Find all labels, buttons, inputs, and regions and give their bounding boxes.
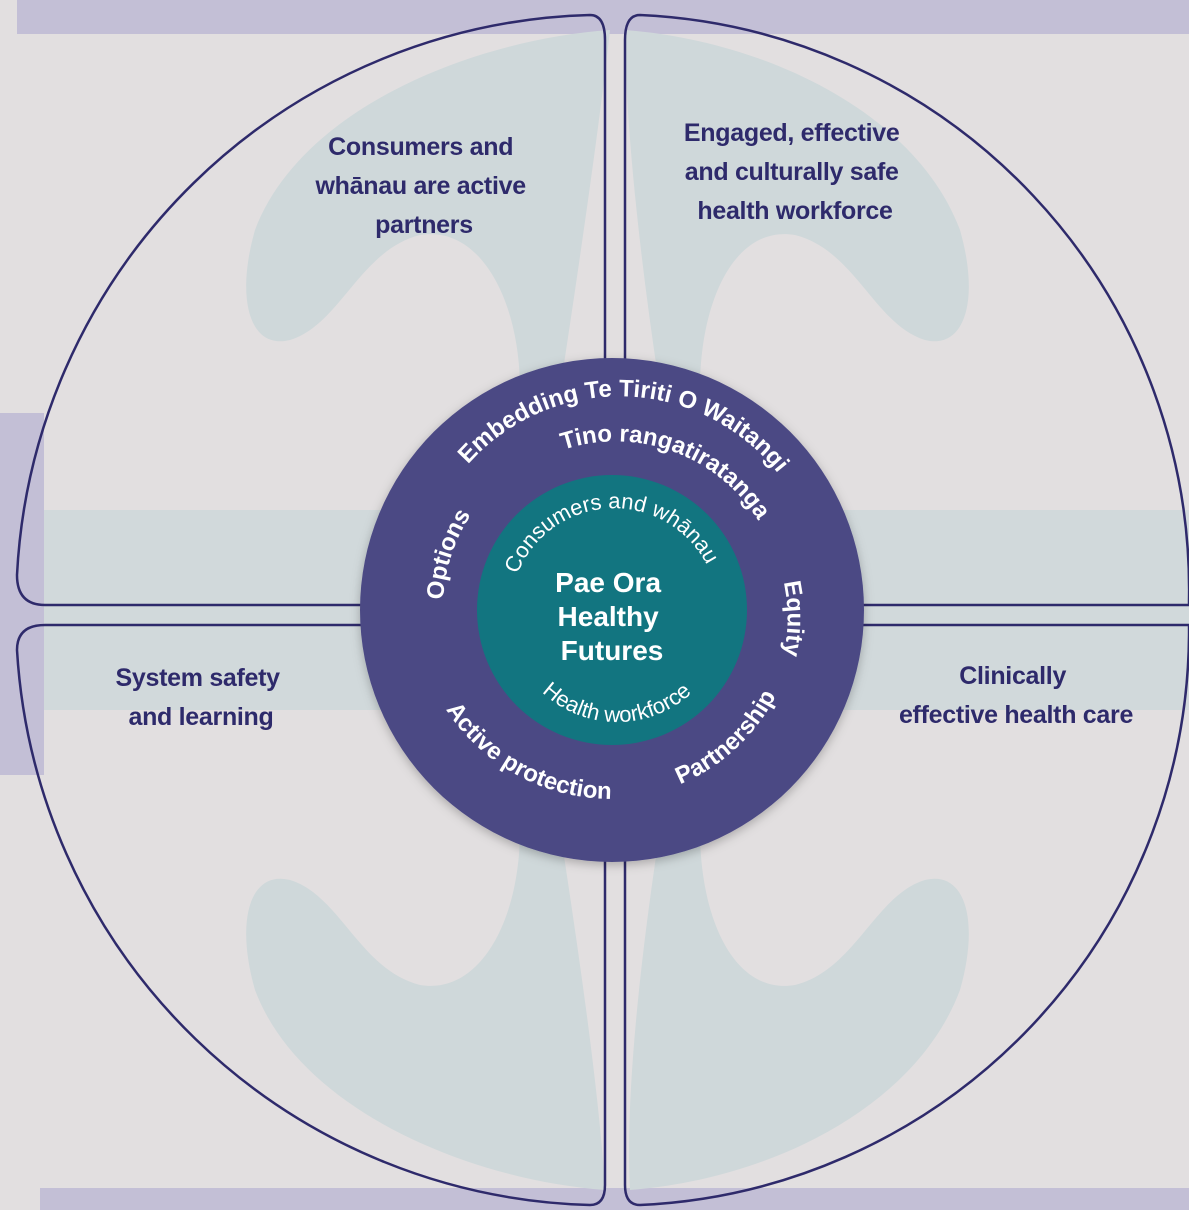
quadrant-outline-top-right (623, 13, 1189, 607)
quadrant-outline-bottom-left (15, 623, 607, 1207)
center-title: Pae Ora Healthy Futures (555, 567, 669, 666)
quadrant-label-top-left: Consumers and whānau are active partners (315, 133, 533, 239)
ring-label-equity: Equity (778, 579, 809, 660)
inner-circle (477, 475, 747, 745)
quadrant-label-bottom-right: Clinically effective health care (899, 662, 1133, 729)
quadrant-label-top-right: Engaged, effective and culturally safe h… (684, 119, 906, 225)
quadrant-outline-bottom-right (623, 623, 1189, 1207)
bottom-band (40, 1188, 1189, 1210)
quadrant-label-bottom-left: System safety and learning (116, 664, 287, 731)
